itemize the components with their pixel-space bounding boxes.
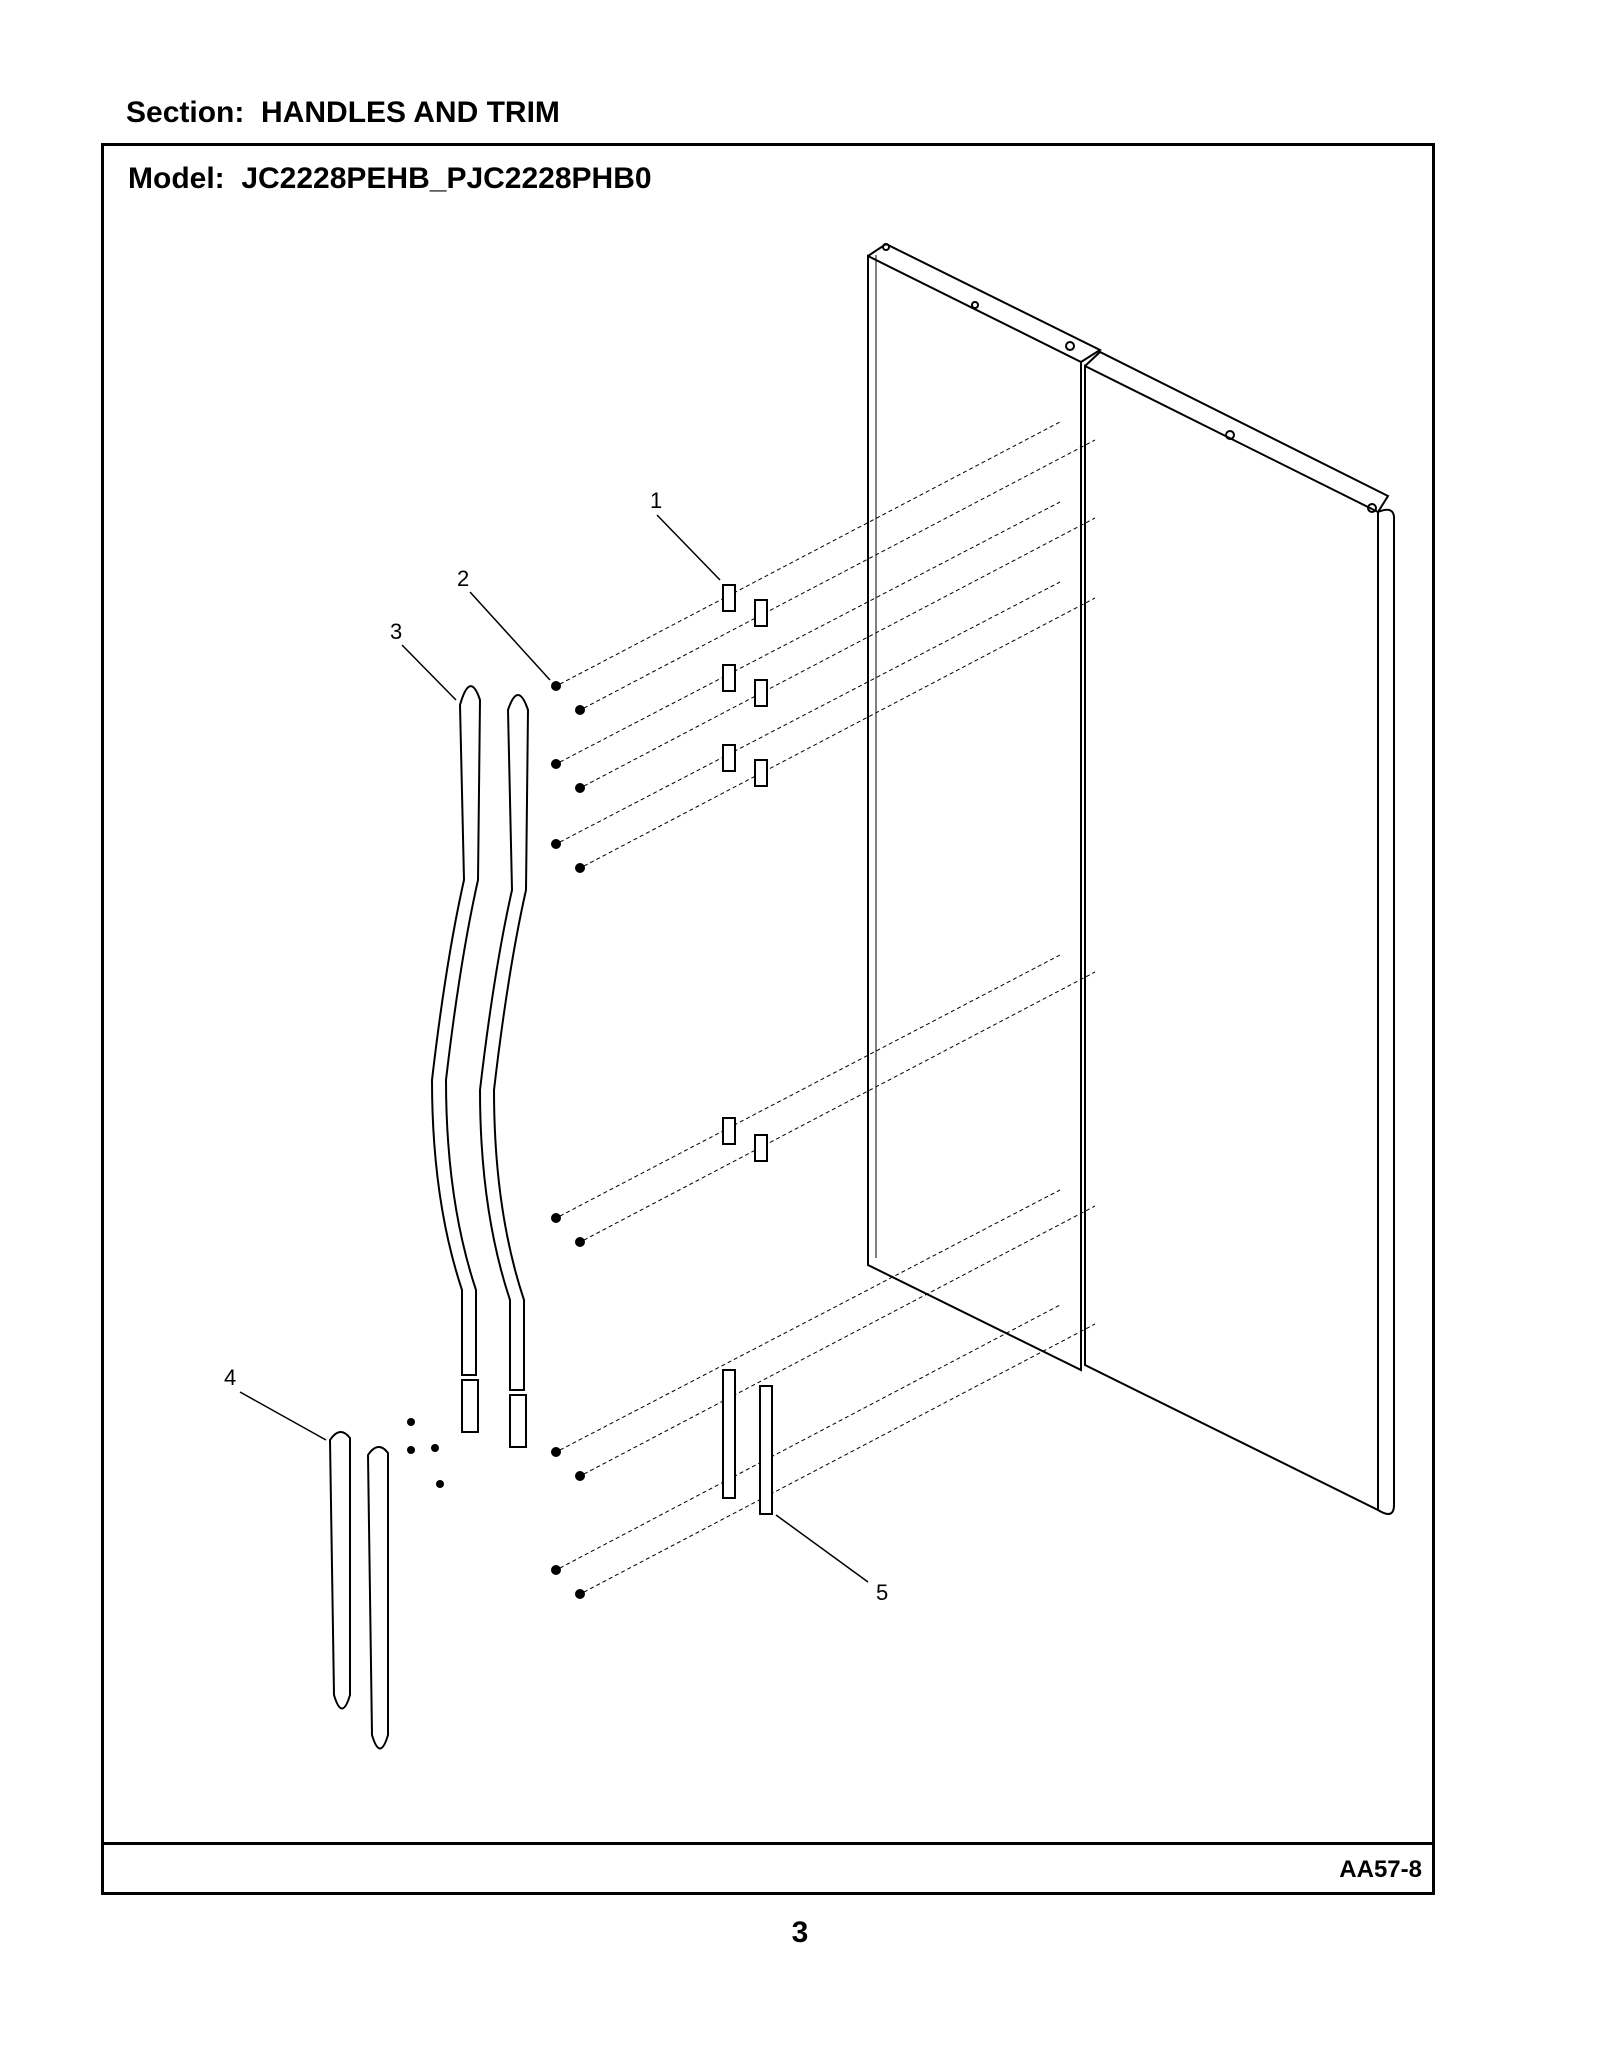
section-title: Section: HANDLES AND TRIM <box>126 96 560 130</box>
callout-5: 5 <box>876 1580 888 1605</box>
door-handles <box>430 685 530 1448</box>
bottom-trim-brackets <box>722 1369 773 1515</box>
callout-2: 2 <box>457 566 469 591</box>
screws <box>407 681 585 1599</box>
diagram-frame: Model: JC2228PEHB_PJC2228PHB0 AA57-8 <box>101 143 1435 1895</box>
callout-leaders <box>239 514 869 1583</box>
section-name: HANDLES AND TRIM <box>261 96 560 129</box>
model-label: Model: <box>128 162 225 195</box>
callout-4: 4 <box>224 1365 236 1390</box>
model-title: Model: JC2228PEHB_PJC2228PHB0 <box>128 162 652 196</box>
diagram-code: AA57-8 <box>1339 1856 1422 1883</box>
page-number: 3 <box>791 1916 809 1949</box>
refrigerator-doors <box>867 242 1396 1515</box>
assembly-leader-lines <box>559 421 1096 1593</box>
callout-3: 3 <box>390 619 402 644</box>
model-name: JC2228PEHB_PJC2228PHB0 <box>241 162 652 195</box>
callout-1: 1 <box>650 488 662 513</box>
section-label: Section: <box>126 96 245 129</box>
footer-divider <box>104 1842 1432 1845</box>
handle-brackets <box>722 584 768 1162</box>
handle-trim-pieces <box>328 1431 389 1750</box>
